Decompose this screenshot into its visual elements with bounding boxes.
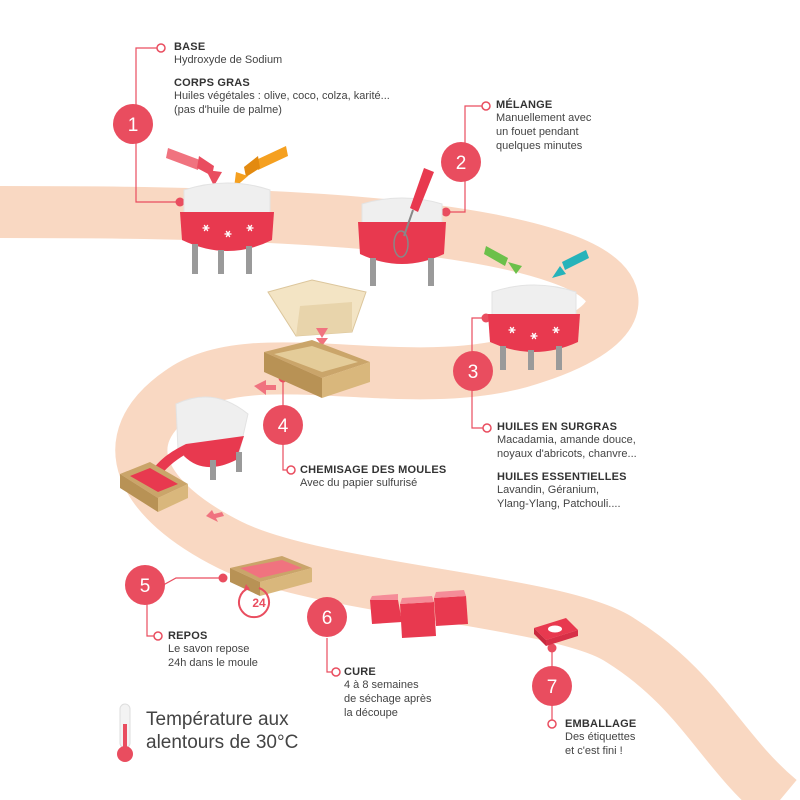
step1-node bbox=[175, 197, 185, 207]
temperature-line2: alentours de 30°C bbox=[146, 732, 299, 753]
step3-leader-dot bbox=[482, 423, 492, 433]
mold-icon bbox=[120, 462, 188, 512]
step7-line1: Des étiquettes bbox=[565, 731, 636, 743]
step4-heading: CHEMISAGE DES MOULES bbox=[300, 464, 447, 476]
arrow-icon bbox=[206, 510, 224, 522]
step1-base-heading: BASE bbox=[174, 41, 206, 53]
step3-essential-heading: HUILES ESSENTIELLES bbox=[497, 471, 627, 483]
arrow-icon bbox=[254, 380, 276, 395]
step4-badge: 4 bbox=[263, 405, 303, 445]
step5-line1: Le savon repose bbox=[168, 643, 250, 655]
temperature-note: Température aux alentours de 30°C bbox=[146, 708, 298, 754]
step7-label: EMBALLAGE Des étiquettes et c'est fini ! bbox=[565, 718, 636, 758]
step6-label: CURE 4 à 8 semaines de séchage après la … bbox=[344, 666, 431, 720]
step7-leader-dot bbox=[547, 719, 557, 729]
step2-line3: quelques minutes bbox=[496, 140, 583, 152]
svg-text:5: 5 bbox=[140, 576, 151, 597]
thermometer-icon bbox=[117, 703, 133, 762]
svg-text:24: 24 bbox=[252, 596, 266, 610]
bowl-icon bbox=[358, 197, 446, 286]
step1-leader-dot bbox=[156, 43, 166, 53]
step6-badge: 6 bbox=[307, 597, 347, 637]
clock-24-icon: 24 bbox=[238, 584, 270, 619]
pitcher-icon bbox=[166, 148, 222, 186]
pitcher-icon bbox=[484, 246, 522, 274]
step1-label: BASE Hydroxyde de Sodium CORPS GRAS Huil… bbox=[174, 41, 390, 117]
step3-surgras-line2: noyaux d'abricots, chanvre... bbox=[497, 448, 637, 460]
step5-badge: 5 bbox=[125, 565, 165, 605]
step3-label: HUILES EN SURGRAS Macadamia, amande douc… bbox=[497, 421, 637, 511]
step3-badge: 3 bbox=[453, 351, 493, 391]
step5-node bbox=[218, 573, 228, 583]
step6-heading: CURE bbox=[344, 666, 376, 678]
step5-label: REPOS Le savon repose 24h dans le moule bbox=[168, 630, 258, 670]
temperature-line1: Température aux bbox=[146, 709, 289, 730]
svg-text:3: 3 bbox=[468, 362, 479, 383]
step2-leader-dot bbox=[481, 101, 491, 111]
whisk-icon bbox=[393, 168, 434, 258]
step4-line1: Avec du papier sulfurisé bbox=[300, 477, 418, 489]
step1-base-text: Hydroxyde de Sodium bbox=[174, 54, 283, 66]
step7-line2: et c'est fini ! bbox=[565, 745, 623, 757]
step2-badge: 2 bbox=[441, 142, 481, 182]
svg-text:2: 2 bbox=[456, 153, 467, 174]
step2-label: MÉLANGE Manuellement avec un fouet penda… bbox=[496, 99, 591, 153]
svg-text:6: 6 bbox=[322, 608, 333, 629]
step7-heading: EMBALLAGE bbox=[565, 718, 637, 730]
step1-fat-line1: Huiles végétales : olive, coco, colza, k… bbox=[174, 90, 390, 102]
soap-cube-icon bbox=[370, 594, 402, 624]
svg-text:7: 7 bbox=[547, 677, 558, 698]
step2-line1: Manuellement avec bbox=[496, 112, 592, 124]
parchment-icon bbox=[267, 279, 367, 337]
soap-cube-icon bbox=[434, 590, 468, 626]
step3-essential-line2: Ylang-Ylang, Patchouli.... bbox=[497, 498, 621, 510]
process-path bbox=[0, 186, 797, 800]
step5-line2: 24h dans le moule bbox=[168, 657, 258, 669]
step1-fat-line2: (pas d'huile de palme) bbox=[174, 104, 282, 116]
pitcher-icon bbox=[552, 250, 589, 278]
step2-node bbox=[441, 207, 451, 217]
packaged-soap-icon bbox=[534, 618, 578, 646]
svg-text:1: 1 bbox=[128, 115, 139, 136]
step7-node bbox=[547, 643, 557, 653]
step7-badge: 7 bbox=[532, 666, 572, 706]
step3-surgras-heading: HUILES EN SURGRAS bbox=[497, 421, 618, 433]
arrow-icon bbox=[316, 328, 328, 346]
step6-leader-dot bbox=[331, 667, 341, 677]
step1-badge: 1 bbox=[113, 104, 153, 144]
soap-cube-icon bbox=[400, 596, 436, 638]
pitcher-icon bbox=[234, 146, 288, 188]
bowl-icon bbox=[488, 284, 580, 370]
step6-leader-line bbox=[326, 638, 334, 673]
bowl-icon bbox=[175, 396, 249, 480]
step2-heading: MÉLANGE bbox=[496, 99, 553, 111]
bowl-icon bbox=[180, 182, 274, 274]
step3-essential-line1: Lavandin, Géranium, bbox=[497, 484, 600, 496]
mold-icon bbox=[230, 556, 312, 596]
step6-line1: 4 à 8 semaines bbox=[344, 679, 419, 691]
step4-label: CHEMISAGE DES MOULES Avec du papier sulf… bbox=[300, 464, 446, 490]
step5-leader-dot bbox=[153, 631, 163, 641]
mold-icon bbox=[264, 340, 370, 398]
step6-line2: de séchage après bbox=[344, 693, 432, 705]
step3-surgras-line1: Macadamia, amande douce, bbox=[497, 434, 636, 446]
step1-fat-heading: CORPS GRAS bbox=[174, 77, 250, 89]
step5-heading: REPOS bbox=[168, 630, 208, 642]
svg-text:4: 4 bbox=[278, 416, 289, 437]
step2-line2: un fouet pendant bbox=[496, 126, 579, 138]
step4-leader-dot bbox=[286, 465, 296, 475]
step6-line3: la découpe bbox=[344, 707, 398, 719]
